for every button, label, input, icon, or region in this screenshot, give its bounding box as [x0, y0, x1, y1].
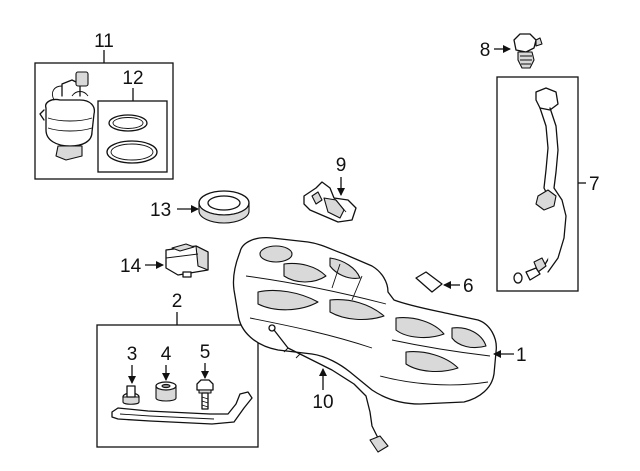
- strap-part: [111, 391, 253, 425]
- bracket-9-group: 9: [303, 155, 357, 223]
- pad-6-group: 6: [415, 271, 474, 297]
- bracket-9-part: [303, 181, 357, 223]
- callout-12-label: 12: [122, 68, 143, 89]
- callout-11-label: 11: [94, 31, 114, 52]
- filler-pipe-part: [513, 87, 567, 284]
- callout-10-label: 10: [312, 392, 333, 413]
- fuel-tank-group: 1: [232, 236, 527, 405]
- callout-5-label: 5: [200, 342, 211, 363]
- module-14-part: [165, 243, 209, 278]
- callout-7-label: 7: [589, 174, 600, 195]
- fuel-pump-assembly-group: 11 12: [34, 31, 174, 180]
- pad-6-part: [415, 271, 443, 293]
- fuel-sender-part: [268, 324, 389, 453]
- callout-3-label: 3: [127, 344, 138, 365]
- fuel-tank-part: [232, 236, 497, 405]
- module-14-group: 14: [120, 243, 209, 278]
- filler-pipe-group: 7: [496, 76, 600, 292]
- fuel-pump-part: [39, 71, 96, 161]
- hardware-kit-group: 2 3 4 5: [96, 291, 259, 448]
- cap-8-group: 8: [480, 33, 543, 69]
- spacer-4-part: [155, 381, 177, 402]
- lock-ring-part: [106, 140, 158, 164]
- callout-7-box: [496, 76, 579, 292]
- bolt-5-part: [196, 379, 214, 410]
- callout-4-label: 4: [161, 344, 172, 365]
- callout-8-label: 8: [480, 40, 491, 61]
- lock-ring-13-group: 13: [150, 190, 250, 224]
- callout-2-label: 2: [172, 291, 183, 312]
- callout-9-label: 9: [336, 155, 347, 176]
- callout-14-label: 14: [120, 256, 142, 277]
- callout-1-label: 1: [516, 345, 527, 366]
- bolt-3-part: [122, 385, 140, 405]
- filler-cap-part: [513, 33, 543, 69]
- sender-10-group: 10: [268, 324, 389, 453]
- callout-6-label: 6: [463, 276, 474, 297]
- callout-2-box: [96, 324, 259, 448]
- callout-13-label: 13: [150, 200, 171, 221]
- seal-ring-group: 12: [97, 68, 168, 173]
